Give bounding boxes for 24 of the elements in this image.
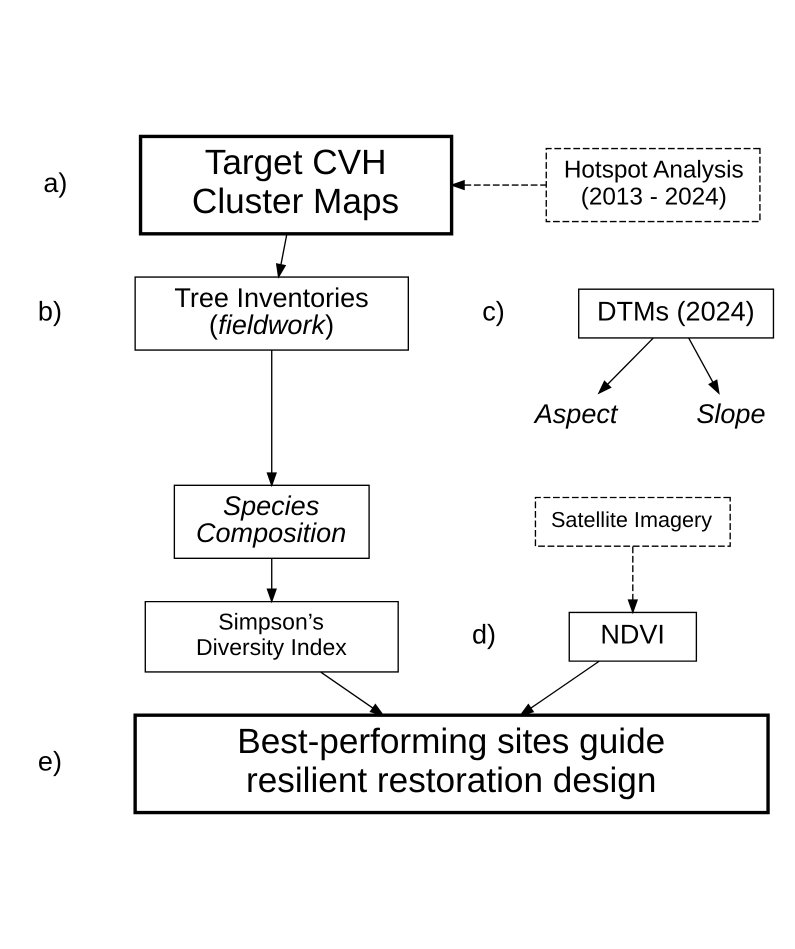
node-box: NDVI: [568, 612, 698, 662]
node-box: Tree Inventories (fieldwork): [134, 276, 409, 351]
label: a): [43, 168, 68, 198]
node-text: Slope: [696, 399, 766, 430]
node-text: Aspect: [534, 399, 618, 430]
node-box: DTMs (2024): [578, 288, 774, 339]
node-box: Target CVH Cluster Maps: [138, 134, 454, 236]
node-box: Species Composition: [174, 484, 370, 560]
node-box: Simpson’s Diversity Index: [144, 600, 399, 673]
label: b): [38, 296, 62, 326]
arrow: [276, 234, 288, 279]
label: d): [472, 620, 496, 650]
label: e): [38, 746, 62, 777]
node-box: Satellite Imagery: [534, 496, 731, 547]
arrow: [688, 338, 720, 395]
label: c): [482, 296, 505, 326]
arrow: [320, 672, 385, 716]
arrow: [598, 337, 654, 395]
node-box: Hotspot Analysis (2013 - 2024): [546, 148, 761, 222]
arrow: [266, 350, 277, 488]
arrow: [519, 660, 600, 716]
arrow: [628, 546, 638, 614]
node-box: Best-performing sites guide resilient restoration design: [133, 714, 770, 814]
arrow: [266, 558, 277, 604]
